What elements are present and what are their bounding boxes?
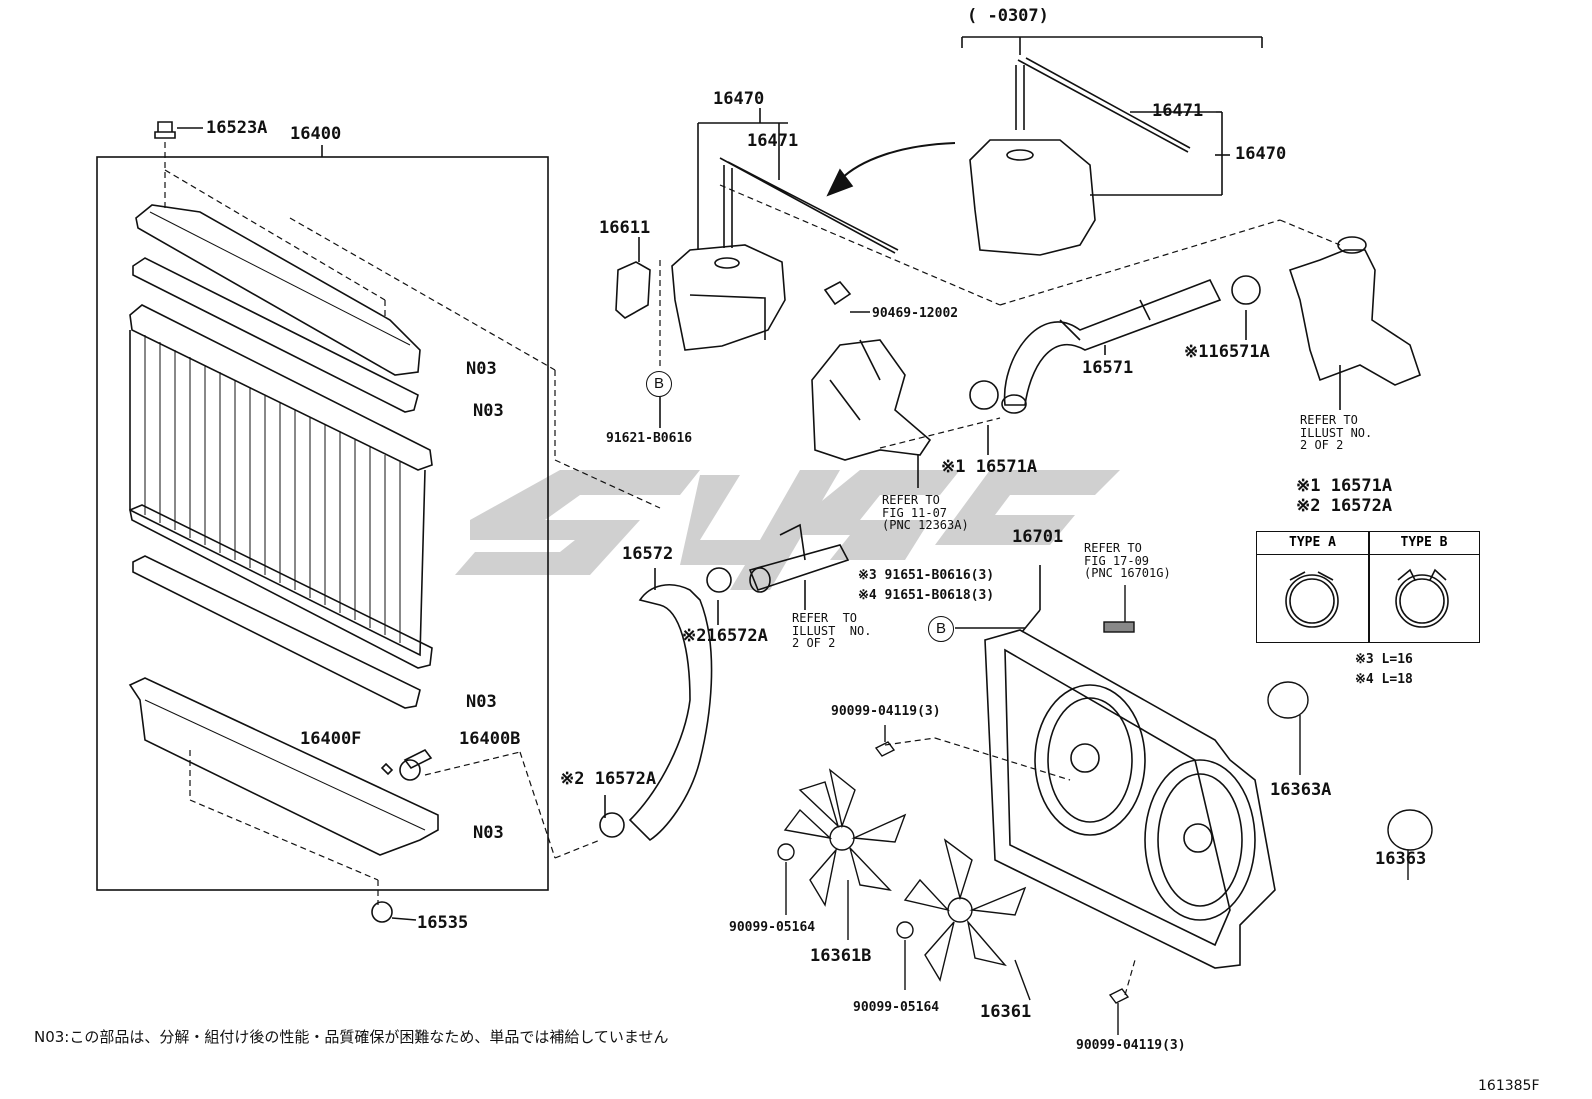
reservoir-assembly <box>615 36 1421 488</box>
clamp-type-illustrations <box>1285 568 1449 628</box>
lower-hose-assembly <box>599 523 850 842</box>
part-label-16523a[interactable]: 16523A <box>206 118 268 138</box>
part-label-16571[interactable]: 16571 <box>1082 358 1134 378</box>
part-label-16400b[interactable]: 16400B <box>459 729 521 749</box>
part-label-90099-05164-right[interactable]: 90099-05164 <box>853 1000 940 1015</box>
part-label-16572a-a[interactable]: ※216572A <box>682 626 768 646</box>
part-label-16361b[interactable]: 16361B <box>810 946 872 966</box>
length-note-3: ※3 L=16 <box>1355 652 1413 667</box>
legend-16572a: ※2 16572A <box>1296 496 1393 516</box>
part-label-16363a[interactable]: 16363A <box>1270 780 1332 800</box>
part-label-16571a-right[interactable]: ※116571A <box>1184 342 1270 362</box>
part-label-16470-left[interactable]: 16470 <box>713 89 765 109</box>
fan-blades <box>777 681 1433 1035</box>
reference-marker-b: B <box>646 371 672 397</box>
part-label-90099-04119-bottom[interactable]: 90099-04119(3) <box>1076 1038 1186 1053</box>
part-label-90099-05164-left[interactable]: 90099-05164 <box>729 920 816 935</box>
reference-marker-b-2: B <box>928 616 954 642</box>
part-label-16535[interactable]: 16535 <box>417 913 469 933</box>
fig-ref-pointer <box>955 585 1135 633</box>
type-b-header: TYPE B <box>1369 532 1479 555</box>
part-label-16572[interactable]: 16572 <box>622 544 674 564</box>
part-label-91621-b0616[interactable]: 91621-B0616 <box>606 431 693 446</box>
part-label-n03-b[interactable]: N03 <box>473 401 504 421</box>
clamp-type-legend-box: TYPE A TYPE B <box>1256 531 1480 643</box>
part-label-16471-left[interactable]: 16471 <box>747 131 799 151</box>
n03-footnote: N03:この部品は、分解・組付け後の性能・品質確保が困難なため、単品では補給して… <box>34 1028 669 1046</box>
part-label-16471-right[interactable]: 16471 <box>1152 101 1204 121</box>
part-label-16361[interactable]: 16361 <box>980 1002 1032 1022</box>
fan-shroud <box>984 565 1276 969</box>
part-label-n03-a[interactable]: N03 <box>466 359 497 379</box>
watermark-logo <box>455 470 1120 590</box>
model-range-bracket-label: ( -0307) <box>967 6 1049 26</box>
part-label-16611[interactable]: 16611 <box>599 218 651 238</box>
type-a-header: TYPE A <box>1257 532 1369 555</box>
length-note-4: ※4 L=18 <box>1355 672 1413 687</box>
part-label-90099-04119-top[interactable]: 90099-04119(3) <box>831 704 941 719</box>
refer-illust-note-b: REFER TO ILLUST NO. 2 OF 2 <box>792 611 872 651</box>
part-label-16572a-b[interactable]: ※2 16572A <box>560 769 657 789</box>
part-label-16701[interactable]: 16701 <box>1012 527 1064 547</box>
radiator-assembly <box>96 121 549 923</box>
part-label-16470-right[interactable]: 16470 <box>1235 144 1287 164</box>
legend-16571a: ※1 16571A <box>1296 476 1393 496</box>
part-label-16571a-mid[interactable]: ※1 16571A <box>941 457 1038 477</box>
type-divider <box>1368 532 1370 642</box>
part-label-91651-b0616[interactable]: ※3 91651-B0616(3) <box>858 568 995 583</box>
refer-fig-11-07-note: REFER TO FIG 11-07 (PNC 12363A) <box>882 493 969 533</box>
part-label-16400f[interactable]: 16400F <box>300 729 362 749</box>
part-label-n03-d[interactable]: N03 <box>473 823 504 843</box>
part-label-90469-12002[interactable]: 90469-12002 <box>872 306 959 321</box>
part-label-n03-c[interactable]: N03 <box>466 692 497 712</box>
figure-number: 161385F <box>1478 1078 1540 1094</box>
dashed-guides <box>164 142 1341 996</box>
refer-illust-note-a: REFER TO ILLUST NO. 2 OF 2 <box>1300 413 1373 453</box>
refer-fig-17-09-note: REFER TO FIG 17-09 (PNC 16701G) <box>1084 541 1171 581</box>
part-label-16400[interactable]: 16400 <box>290 124 342 144</box>
part-label-91651-b0618[interactable]: ※4 91651-B0618(3) <box>858 588 995 603</box>
part-label-16363[interactable]: 16363 <box>1375 849 1427 869</box>
